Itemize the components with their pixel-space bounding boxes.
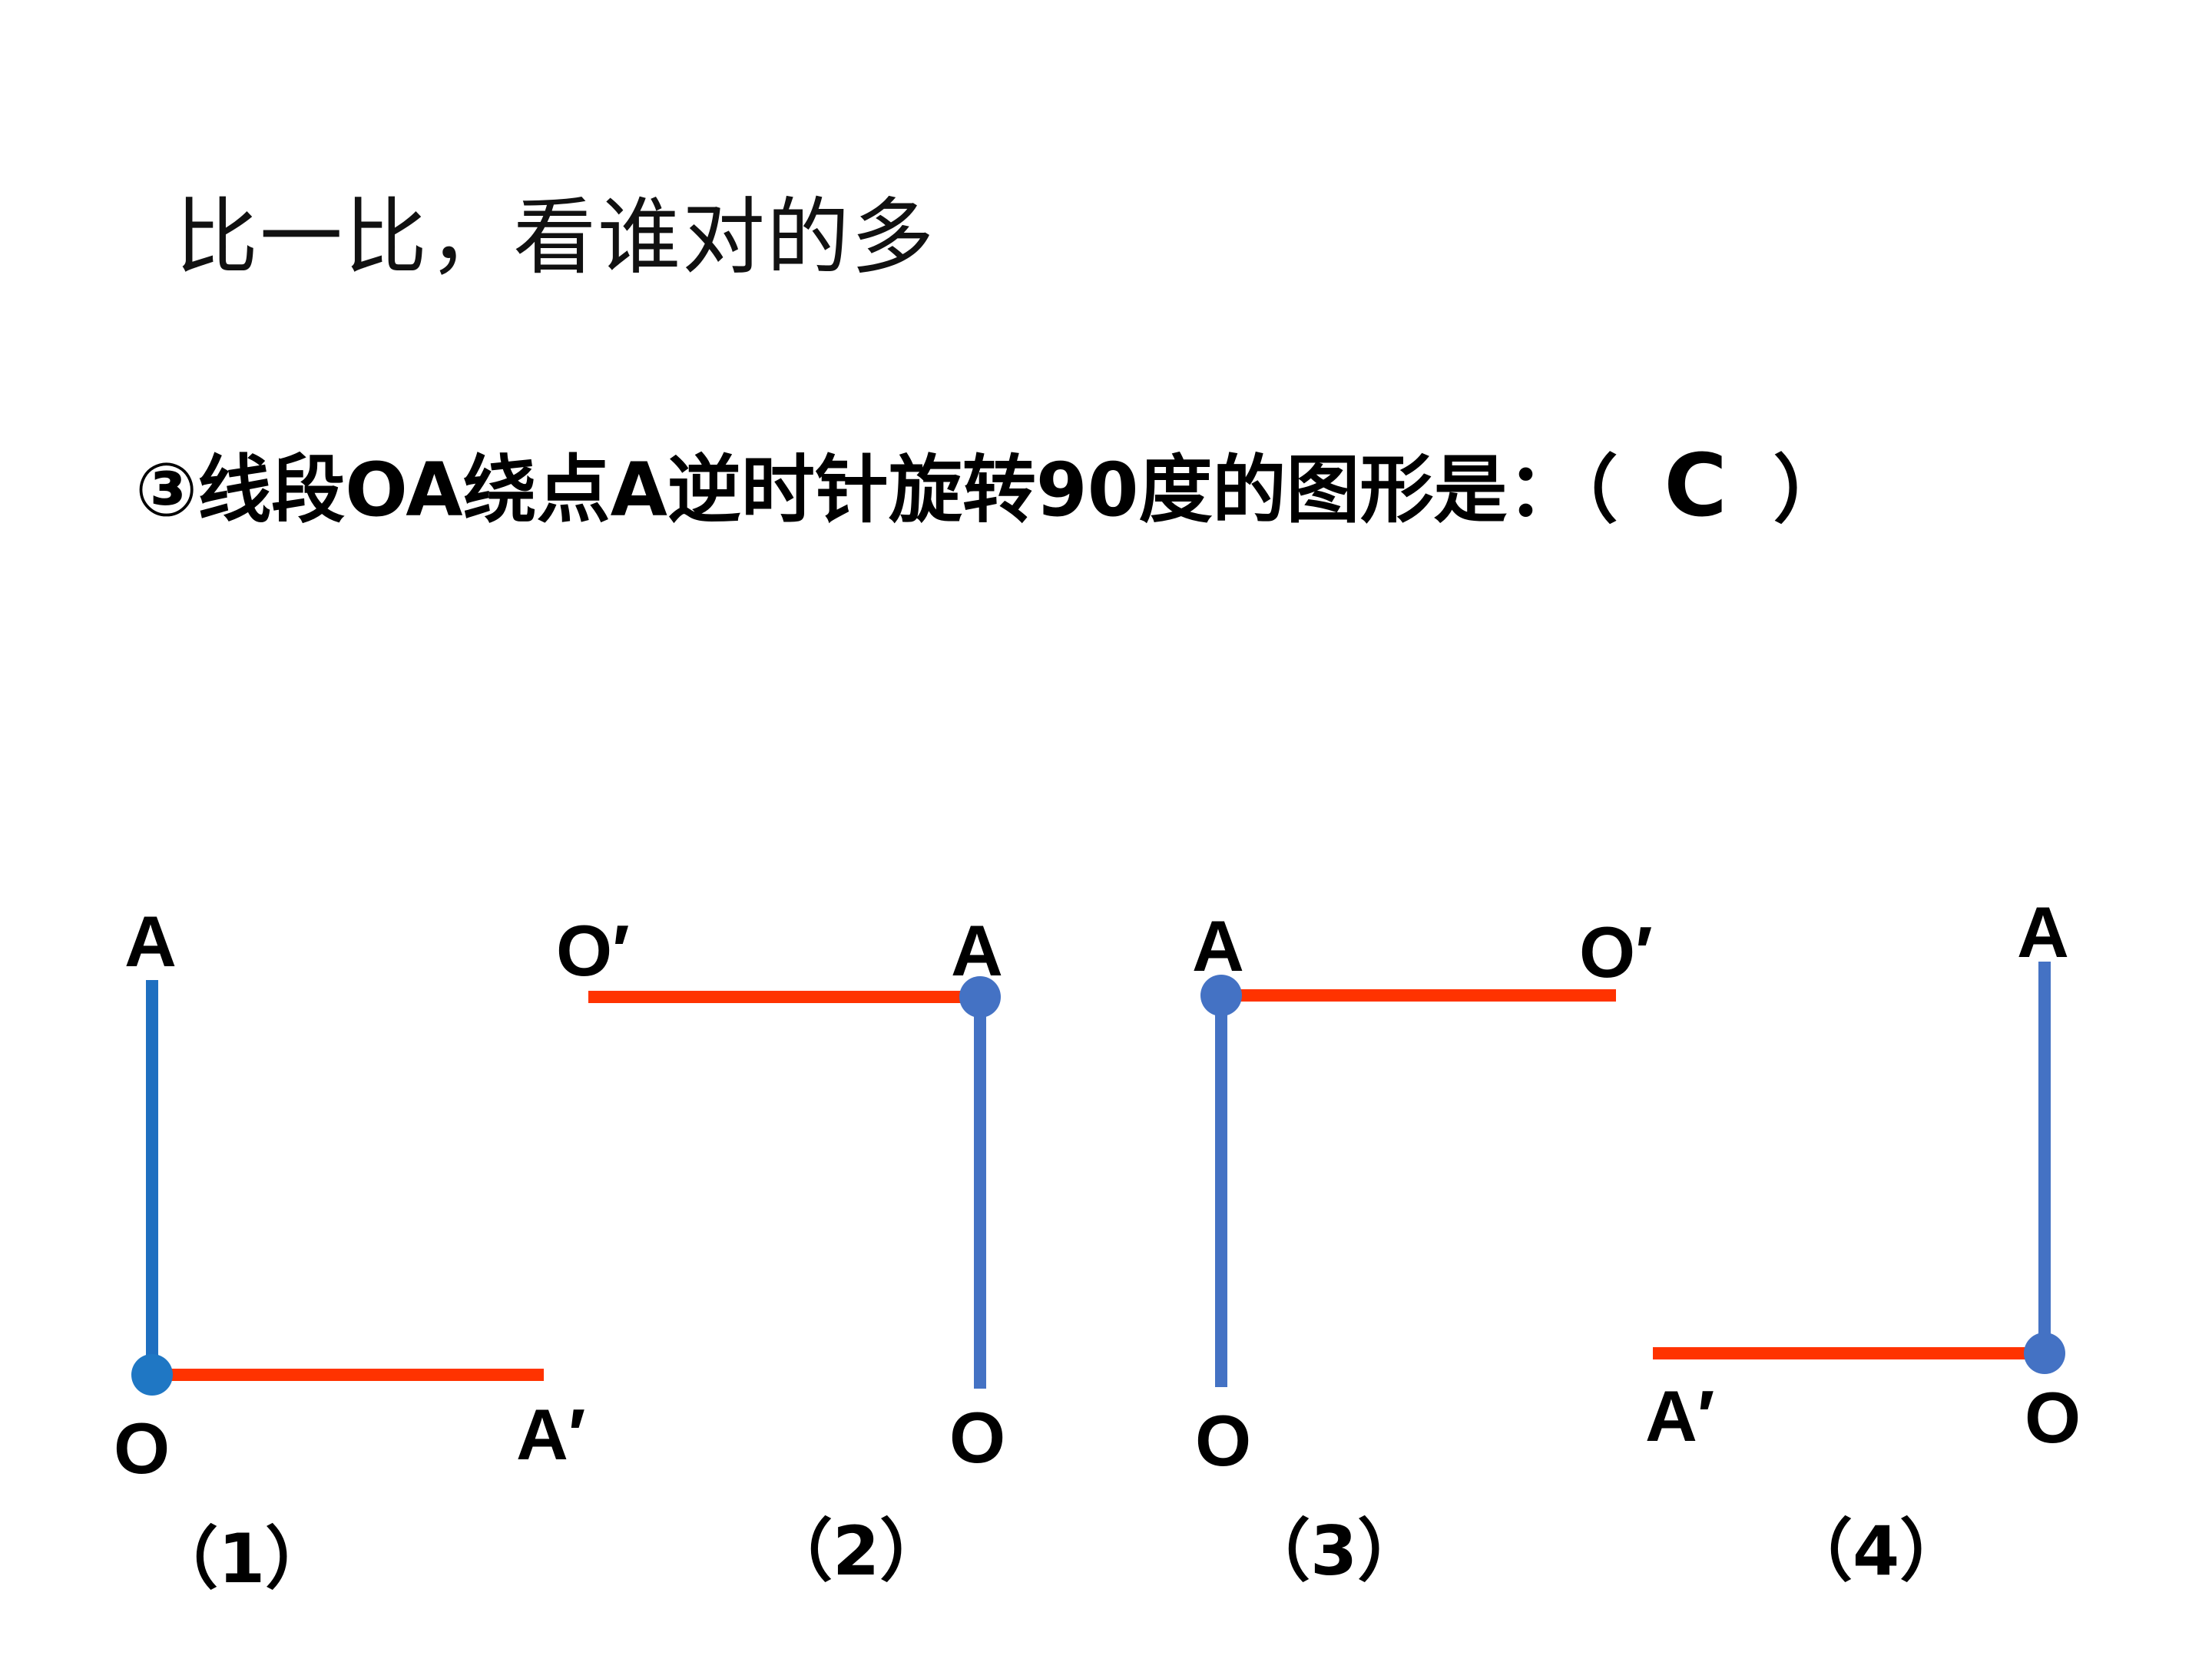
center-point bbox=[131, 1354, 173, 1396]
label-o: O bbox=[2025, 1377, 2081, 1458]
question-close-paren: ） bbox=[1773, 447, 1847, 533]
caption-4: （4） bbox=[1785, 1512, 1967, 1591]
label-o: O bbox=[114, 1408, 170, 1488]
label-o: O bbox=[1195, 1400, 1251, 1481]
label-a: A bbox=[1192, 906, 1244, 986]
center-point bbox=[1200, 975, 1242, 1016]
question-text: ③线段OA绕点A逆时针旋转90度的图形是：（ C ） bbox=[135, 430, 1847, 537]
figure-2: O′ A O （2） bbox=[556, 910, 1005, 1591]
slide-title: 比一比，看谁对的多 bbox=[175, 190, 936, 286]
figure-4: A A′ O （4） bbox=[1645, 892, 2081, 1591]
caption-3: （3） bbox=[1243, 1512, 1425, 1591]
center-point bbox=[2024, 1333, 2065, 1374]
label-o: O bbox=[949, 1397, 1005, 1478]
caption-1: （1） bbox=[151, 1519, 333, 1598]
label-a-prime: A′ bbox=[1645, 1376, 1714, 1456]
label-o-prime: O′ bbox=[1579, 912, 1653, 992]
caption-2: （2） bbox=[765, 1512, 947, 1591]
question-stem: ③线段OA绕点A逆时针旋转90度的图形是：（ bbox=[135, 447, 1618, 533]
label-a: A bbox=[951, 910, 1003, 991]
label-o-prime: O′ bbox=[556, 910, 630, 991]
label-a: A bbox=[2017, 892, 2069, 972]
center-point bbox=[959, 976, 1001, 1018]
figure-3: A O′ O （3） bbox=[1192, 906, 1653, 1591]
answer-letter: C bbox=[1664, 436, 1727, 536]
figure-1: A O A′ （1） bbox=[114, 901, 585, 1598]
label-a: A bbox=[124, 901, 177, 982]
label-a-prime: A′ bbox=[516, 1394, 585, 1475]
